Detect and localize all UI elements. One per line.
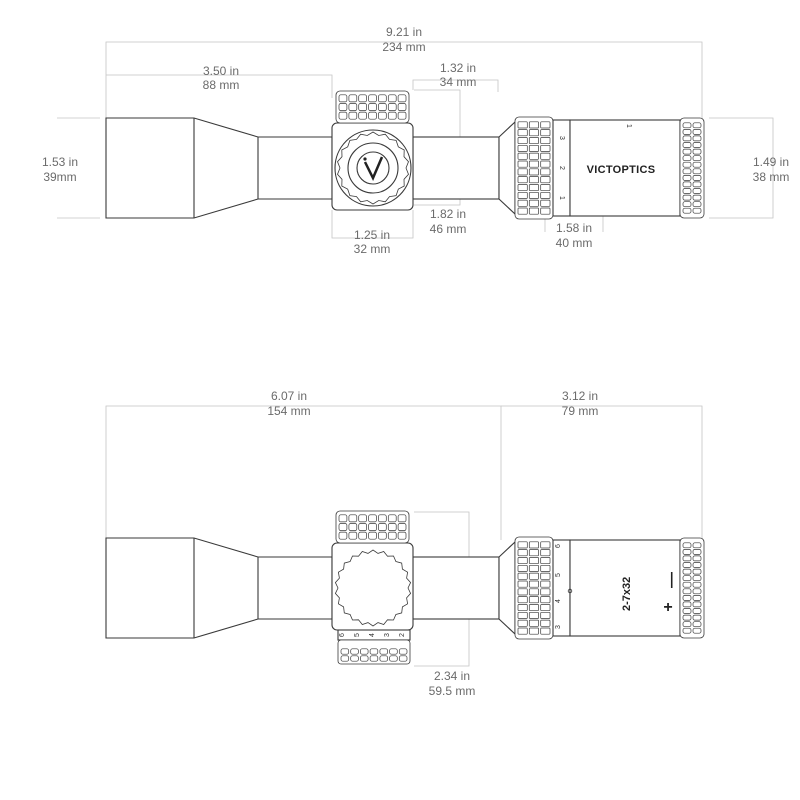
- objective-to-turret-mm: 88 mm: [203, 78, 240, 92]
- top-view: 9.21 in 234 mm 3.50 in 88 mm 1.32 in 34 …: [42, 25, 789, 256]
- ring-mark-1: 1: [558, 196, 565, 200]
- top-turret: [331, 90, 414, 211]
- overall-length-mm: 234 mm: [382, 40, 425, 54]
- dot-marker: [567, 588, 573, 594]
- top-objective-bell: [105, 117, 333, 219]
- objective-diameter-mm: 39mm: [43, 170, 76, 184]
- mag-mark-4: 4: [555, 599, 562, 603]
- objective-to-turret-in: 3.50 in: [203, 64, 239, 78]
- parallax-mark-6: 6: [339, 633, 346, 637]
- parallax-mark-2: 2: [399, 633, 406, 637]
- turret-total-height-mm: 59.5 mm: [429, 684, 476, 698]
- mag-mark-6: 6: [555, 544, 562, 548]
- side-parallax-knob: [337, 639, 411, 665]
- mag-mark-5: 5: [555, 573, 562, 577]
- parallax-mark-3: 3: [384, 633, 391, 637]
- mag-mark-3: 3: [555, 625, 562, 629]
- ring-mark-3: 3: [558, 136, 565, 140]
- plus-symbol: +: [663, 599, 672, 616]
- front-length-in: 6.07 in: [271, 389, 307, 403]
- eyepiece-diameter-in: 1.49 in: [753, 155, 789, 169]
- parallax-mark-5: 5: [354, 633, 361, 637]
- side-eyepiece: 2-7x32 + —: [567, 537, 705, 639]
- side-tube-rear: [412, 556, 500, 620]
- ring-mark-2: 2: [558, 166, 565, 170]
- turret-height-mm: 46 mm: [430, 222, 467, 236]
- top-diopter-ring: [679, 117, 705, 219]
- rear-length-mm: 79 mm: [562, 404, 599, 418]
- minus-symbol: —: [663, 572, 680, 588]
- side-elevation-cap: [335, 510, 410, 544]
- side-diopter-ring: [679, 537, 705, 639]
- front-length-mm: 154 mm: [267, 404, 310, 418]
- top-tube-rear: [412, 136, 500, 200]
- model-label: 2-7x32: [621, 577, 633, 611]
- eyepiece-length-mm: 40 mm: [556, 236, 593, 250]
- eyepiece-length-in: 1.58 in: [556, 221, 592, 235]
- turret-total-height-in: 2.34 in: [434, 669, 470, 683]
- top-eyepiece: VICTOPTICS 1: [569, 117, 705, 219]
- victoptics-v-logo-icon: [363, 156, 384, 181]
- top-magnification-ring: 3 2 1: [514, 116, 571, 220]
- overall-length-in: 9.21 in: [386, 25, 422, 39]
- turret-width-in: 1.32 in: [440, 61, 476, 75]
- turret-body-in: 1.25 in: [354, 228, 390, 242]
- side-view: 6.07 in 154 mm 3.12 in 79 mm 2.34 in 59.…: [105, 389, 705, 698]
- turret-width-mm: 34 mm: [440, 75, 477, 89]
- eyepiece-diameter-mm: 38 mm: [753, 170, 790, 184]
- turret-body-mm: 32 mm: [354, 242, 391, 256]
- brand-label: VICTOPTICS: [587, 164, 656, 176]
- objective-diameter-in: 1.53 in: [42, 155, 78, 169]
- side-objective-bell: [105, 537, 333, 639]
- side-turret: 6 5 4 3 2: [331, 510, 414, 665]
- parallax-mark-4: 4: [369, 633, 376, 637]
- rear-length-in: 3.12 in: [562, 389, 598, 403]
- eyepiece-mark: 1: [625, 124, 632, 128]
- turret-height-in: 1.82 in: [430, 207, 466, 221]
- side-magnification-ring: 6 5 4 3: [514, 536, 571, 640]
- top-turret-cap: [335, 90, 410, 124]
